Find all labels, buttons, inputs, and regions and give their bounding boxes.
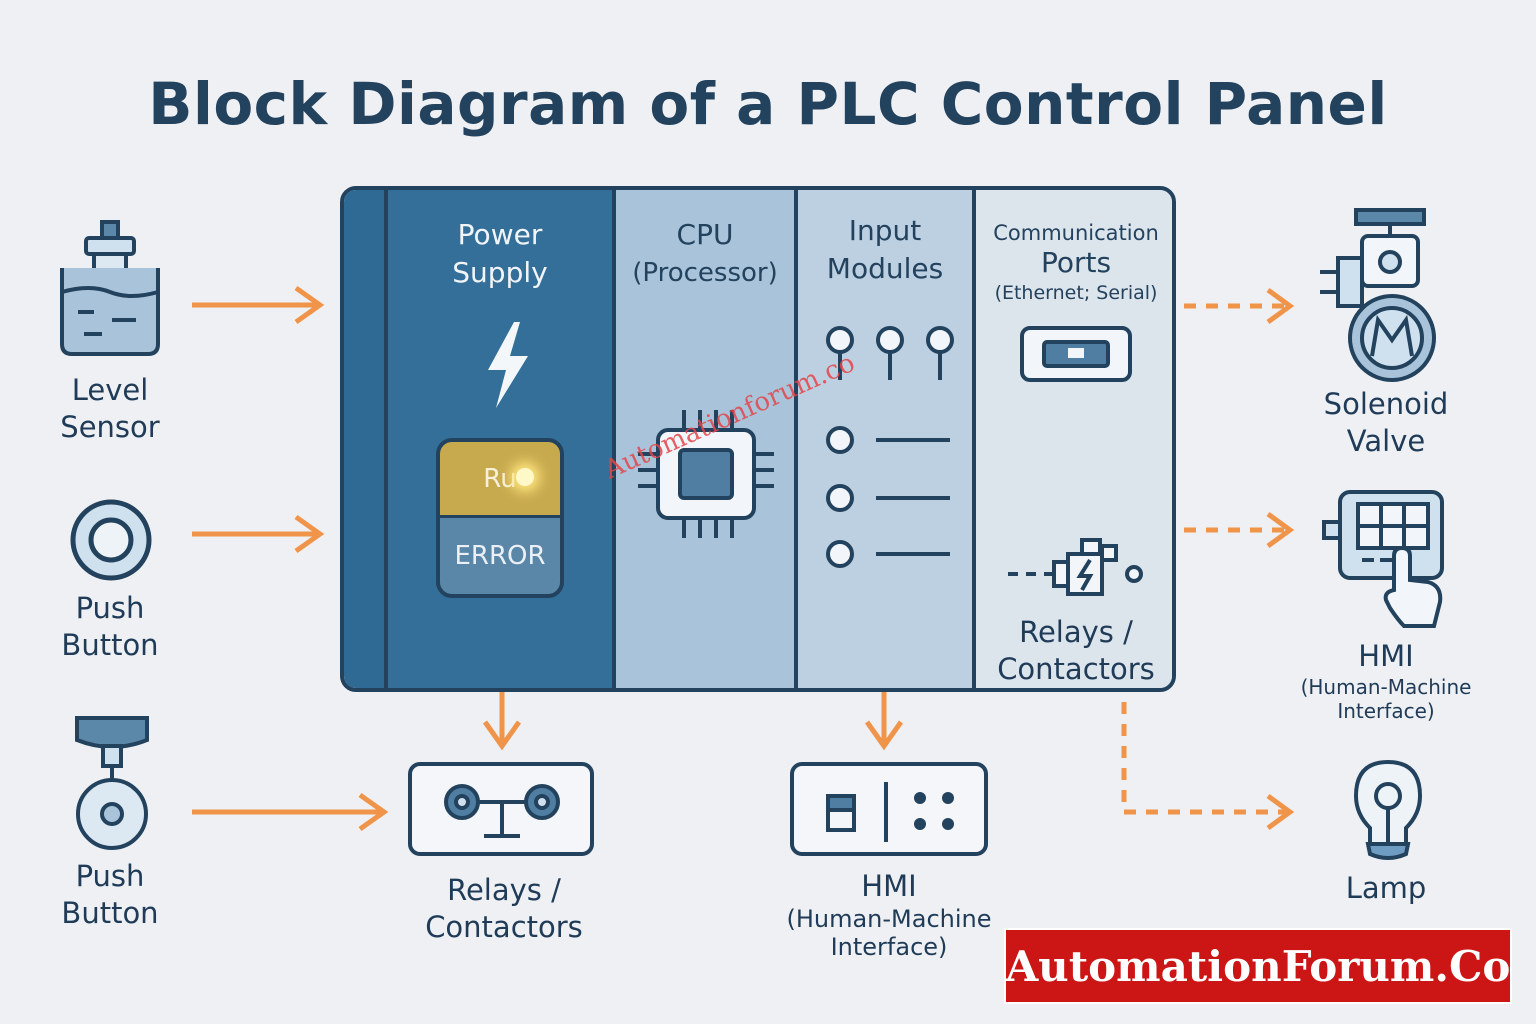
brand-banner: AutomationForum.Co — [1004, 928, 1512, 1004]
lamp-icon — [1353, 759, 1423, 860]
communication-title: Communication Ports (Ethernet; Serial) — [993, 221, 1159, 304]
lightning-icon — [488, 322, 528, 408]
relay-icon — [444, 784, 560, 838]
hmi-box — [790, 762, 988, 856]
arrow-push-button-2 — [192, 792, 389, 832]
error-indicator: ERROR — [440, 518, 560, 594]
level-sensor-icon — [60, 220, 160, 356]
arrow-level-sensor — [192, 285, 325, 325]
status-indicator: Ru ERROR — [436, 438, 564, 598]
push-button-plunger-icon — [75, 716, 149, 850]
output-lamp-label: Lamp — [1345, 871, 1427, 905]
output-hmi-label: HMI (Human-Machine Interface) — [1300, 639, 1472, 723]
cpu-module: CPU(Processor) — [616, 190, 798, 688]
hmi-label: HMI (Human-Machine Interface) — [786, 869, 992, 961]
relays-box — [408, 762, 594, 856]
communication-relays-label: Relays /Contactors — [997, 615, 1155, 686]
solenoid-valve-icon — [1320, 208, 1436, 382]
arrow-to-lamp — [1121, 702, 1295, 831]
switch-panel-icon — [826, 782, 954, 842]
chip-icon — [638, 410, 774, 538]
port-icon — [1020, 326, 1132, 382]
panel-edge — [344, 190, 388, 688]
hmi-touch-icon — [1322, 490, 1444, 628]
run-indicator: Ru — [440, 442, 560, 518]
arrow-push-button-1 — [192, 514, 325, 554]
relays-label: Relays /Contactors — [425, 873, 583, 944]
arrow-to-solenoid — [1184, 287, 1295, 325]
terminal-icon — [826, 326, 954, 568]
push-button-icon — [70, 499, 152, 581]
communication-module: Communication Ports (Ethernet; Serial) R… — [976, 190, 1172, 688]
relay-contactor-icon — [1008, 538, 1143, 596]
page-title: Block Diagram of a PLC Control Panel — [148, 70, 1388, 138]
cpu-title: CPU(Processor) — [632, 218, 778, 288]
arrow-to-hmi — [1184, 511, 1295, 549]
